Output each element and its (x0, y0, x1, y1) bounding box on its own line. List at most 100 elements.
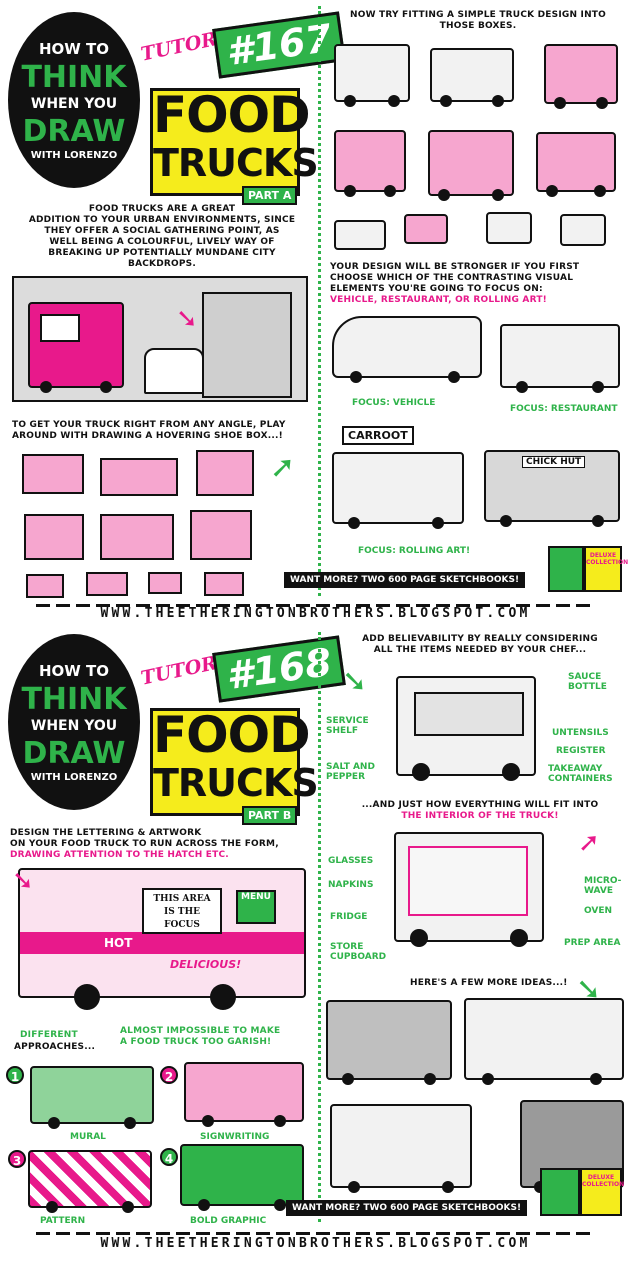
want-more-banner: WANT MORE? TWO 600 PAGE SKETCHBOOKS! (284, 572, 526, 588)
truck-sketch (404, 214, 448, 244)
part-tag: PART A (242, 186, 298, 205)
wheel (348, 1181, 360, 1193)
approach-label-bold-graphic: BOLD GRAPHIC (190, 1216, 267, 1226)
blog-url[interactable]: WWW.THEETHERINGTONBROTHERS.BLOGSPOT.COM (100, 1236, 531, 1251)
pattern-truck (28, 1150, 152, 1213)
mural-truck (30, 1066, 154, 1129)
approach-label-mural: MURAL (70, 1132, 106, 1142)
lettering-text: DESIGN THE LETTERING & ARTWORK ON YOUR F… (10, 828, 310, 861)
wheel (388, 95, 400, 107)
wheel (594, 185, 606, 197)
interior-label-napkins: NAPKINS (328, 880, 374, 890)
logo-with: WITH LORENZO (30, 772, 118, 783)
truck-window (40, 314, 80, 342)
simple-design-text: NOW TRY FITTING A SIMPLE TRUCK DESIGN IN… (330, 10, 626, 32)
wheel (274, 1199, 286, 1211)
arrow-down-icon: ➘ (12, 866, 34, 896)
logo-think: THINK (21, 60, 127, 95)
rolling-art-truck (332, 452, 464, 529)
book-label: DELUXE COLLECTION (582, 1174, 625, 1188)
wheel (492, 95, 504, 107)
wheel (448, 371, 460, 383)
shoe-box (26, 574, 64, 598)
angle-line: TO GET YOUR TRUCK RIGHT FROM ANY ANGLE, … (12, 420, 286, 430)
building (202, 292, 292, 398)
wheel (344, 95, 356, 107)
stronger-line: VEHICLE, RESTAURANT, OR ROLLING ART! (330, 295, 547, 305)
intro-line: THEY OFFER A SOCIAL GATHERING POINT, AS (44, 226, 280, 236)
wheel (432, 517, 444, 529)
believability-line: ALL THE ITEMS NEEDED BY YOUR CHEF... (373, 645, 587, 655)
stronger-text: YOUR DESIGN WILL BE STRONGER IF YOU FIRS… (330, 262, 626, 306)
chick-hut-truck: CHICK HUT (484, 450, 620, 527)
approach-label-pattern: PATTERN (40, 1216, 86, 1226)
vehicle-focus-truck (332, 316, 482, 383)
part-tag: PART B (242, 806, 298, 825)
interior-label-prep-area: PREP AREA (564, 938, 621, 948)
wheel (198, 1199, 210, 1211)
title-line-1: FOOD (153, 706, 311, 764)
want-more-text: WANT MORE? TWO 600 PAGE SKETCHBOOKS! (292, 1203, 522, 1213)
bear-truck (326, 1000, 452, 1085)
truck-sketch (536, 132, 616, 197)
fit-line: ...AND JUST HOW EVERYTHING WILL FIT INTO (361, 800, 599, 810)
item-label-register: REGISTER (556, 746, 606, 756)
wheel (40, 381, 52, 393)
shoe-box (190, 510, 252, 560)
simple-design-line: NOW TRY FITTING A SIMPLE TRUCK DESIGN IN… (349, 10, 606, 20)
logo-how-to: HOW TO (38, 40, 110, 58)
sketchbook-cover (548, 546, 584, 592)
customer-figures (144, 348, 204, 394)
approach-number-badge: 1 (6, 1066, 24, 1084)
approach-number-badge: 4 (160, 1148, 178, 1166)
logo-draw: DRAW (22, 114, 126, 149)
delicious-lettering: DELICIOUS! (170, 958, 242, 971)
focus-rolling-art-label: FOCUS: ROLLING ART! (358, 546, 471, 556)
focus-restaurant-label: FOCUS: RESTAURANT (510, 404, 618, 414)
wheel (440, 95, 452, 107)
wheel (546, 185, 558, 197)
title-line-1: FOOD (153, 86, 311, 144)
wheel (492, 189, 504, 201)
interior-label-store-cupboard: STORE CUPBOARD (330, 942, 387, 962)
believability-text: ADD BELIEVABILITY BY REALLY CONSIDERING … (334, 634, 626, 656)
intro-line: BREAKING UP POTENTIALLY MUNDANE CITY (48, 248, 276, 258)
interior-label-fridge: FRIDGE (330, 912, 368, 922)
bold-graphic-truck (180, 1144, 304, 1211)
blog-url[interactable]: WWW.THEETHERINGTONBROTHERS.BLOGSPOT.COM (100, 606, 531, 621)
shoe-box (204, 572, 244, 596)
title-line-2: TRUCKS (153, 141, 319, 185)
more-ideas-text: HERE'S A FEW MORE IDEAS...! (410, 978, 568, 988)
column-divider (318, 6, 321, 596)
logo-burst: HOW TO THINK WHEN YOU DRAW WITH LORENZO (8, 634, 140, 810)
believability-line: ADD BELIEVABILITY BY REALLY CONSIDERING (362, 634, 598, 644)
wheel (348, 517, 360, 529)
truck-sketch (560, 214, 606, 246)
different-label: DIFFERENT (20, 1030, 78, 1040)
wheel (482, 1073, 494, 1085)
garish-line: ALMOST IMPOSSIBLE TO MAKE (120, 1026, 281, 1036)
intro-line: FOOD TRUCKS ARE A GREAT (88, 204, 236, 214)
title-line-2: TRUCKS (153, 761, 319, 805)
interior-shelves (408, 846, 528, 916)
truck-sketch (334, 130, 406, 197)
wheel (590, 1073, 602, 1085)
truck-sketch (428, 130, 514, 201)
signwriting-truck (184, 1062, 304, 1127)
focus-note-line: THIS AREA (153, 894, 211, 904)
column-divider (318, 632, 321, 1222)
shoe-box (100, 458, 178, 496)
fit-text: ...AND JUST HOW EVERYTHING WILL FIT INTO… (334, 800, 626, 822)
stronger-line: YOUR DESIGN WILL BE STRONGER IF YOU FIRS… (330, 262, 580, 272)
truck-sketch (334, 44, 410, 107)
title-box: FOOD TRUCKS (150, 86, 319, 196)
shoe-box (22, 454, 84, 494)
stronger-line: ELEMENTS YOU'RE GOING TO FOCUS ON: (330, 284, 543, 294)
wheel (412, 763, 430, 781)
item-label-service-shelf: SERVICE SHELF (326, 716, 369, 736)
shoe-box (86, 572, 128, 596)
chick-hut-sign: CHICK HUT (522, 456, 586, 468)
van-truck (330, 1104, 472, 1193)
service-hatch-truck (396, 676, 536, 781)
approach-label-signwriting: SIGNWRITING (200, 1132, 270, 1142)
